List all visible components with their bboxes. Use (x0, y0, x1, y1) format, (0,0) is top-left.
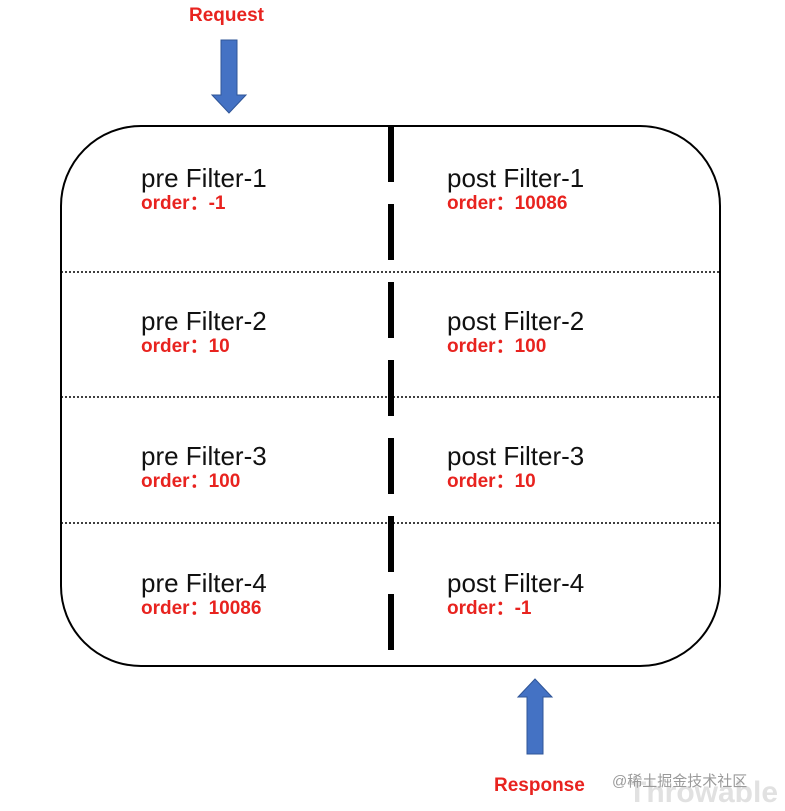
response-label: Response (494, 775, 585, 796)
pre-filter-name: pre Filter-1 (141, 163, 267, 193)
pre-filter-1: pre Filter-1 order：-1 (141, 163, 267, 215)
post-filter-2: post Filter-2 order：100 (447, 306, 584, 358)
post-filter-3: post Filter-3 order：10 (447, 441, 584, 493)
pre-filter-3: pre Filter-3 order：100 (141, 441, 267, 493)
pre-filter-name: pre Filter-2 (141, 306, 267, 336)
post-filter-4: post Filter-4 order：-1 (447, 568, 584, 620)
post-filter-name: post Filter-2 (447, 306, 585, 336)
pre-filter-4: pre Filter-4 order：10086 (141, 568, 267, 620)
pre-filter-name: pre Filter-3 (141, 441, 267, 471)
site-watermark: @稀土掘金技术社区 (612, 773, 748, 790)
post-filter-order: order：10086 (447, 193, 568, 214)
pre-filter-order: order：10086 (141, 598, 262, 619)
pre-filter-2: pre Filter-2 order：10 (141, 306, 267, 358)
post-filter-name: post Filter-3 (447, 441, 585, 471)
pre-filter-order: order：100 (141, 471, 241, 492)
pre-filter-name: pre Filter-4 (141, 568, 267, 598)
response-arrow-icon (516, 678, 554, 755)
post-filter-order: order：100 (447, 336, 547, 357)
pre-filter-order: order：-1 (141, 193, 226, 214)
post-filter-order: order：10 (447, 471, 536, 492)
author-watermark: Throwable (628, 776, 779, 809)
post-filter-name: post Filter-1 (447, 163, 585, 193)
request-label: Request (189, 5, 264, 26)
post-filter-name: post Filter-4 (447, 568, 585, 598)
post-filter-order: order：-1 (447, 598, 532, 619)
request-arrow-icon (210, 39, 248, 114)
post-filter-1: post Filter-1 order：10086 (447, 163, 584, 215)
pre-filter-order: order：10 (141, 336, 230, 357)
